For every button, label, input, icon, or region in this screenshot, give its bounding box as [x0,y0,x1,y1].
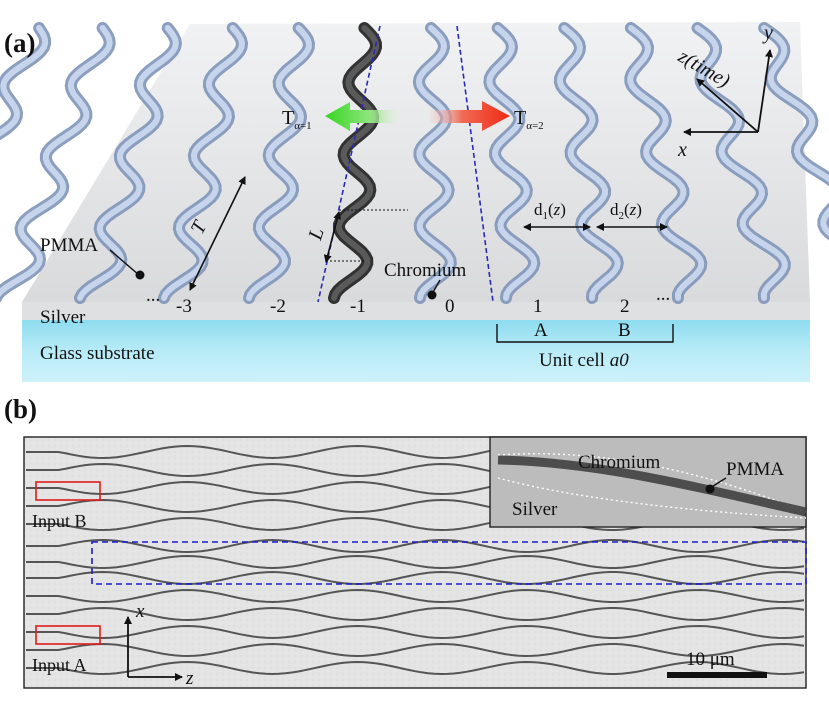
waveguide-highlight [486,25,538,301]
inset-silver-label: Silver [512,499,558,520]
t-left-label: Tα=1 [282,107,312,132]
input-a-label: Input A [32,655,87,675]
sem-waveguide [26,606,805,622]
t-right-label: Tα=2 [514,107,544,132]
inset [489,436,807,528]
pmma-label: PMMA [40,235,98,256]
pmma-pointer [109,249,140,276]
sem-waveguide [26,624,805,640]
chromium-label: Chromium [384,260,467,281]
red-arrow [430,101,510,131]
waveguide-highlight [694,25,788,301]
waveguide-highlight [0,25,113,298]
dots-left: ... [146,285,160,306]
panel-a-label: (a) [4,28,35,58]
waveguide-highlight [761,25,829,237]
waveguide-highlight [246,25,312,301]
input-b-box [35,481,101,501]
unit-cell-label: Unit cell a0 [539,350,629,371]
waveguide-highlight [0,25,49,137]
panel-b-label: (b) [4,394,37,424]
waveguide-highlight [77,25,179,301]
sem-waveguide [26,554,805,570]
axis-z-label: z [185,668,194,689]
scale-bar [667,672,767,678]
index-label: 1 [533,296,543,317]
index-label: -2 [270,296,286,317]
sem-waveguide [26,660,805,676]
waveguide-highlight [627,25,705,301]
sem-waveguide [26,570,805,586]
d2-label: d2(z) [610,200,642,222]
cell-a-label: A [534,320,548,341]
waveguide-highlight [331,25,380,301]
glass-substrate [22,320,810,382]
silver-label: Silver [40,307,86,328]
length-arrow [323,211,342,263]
guide-dash-right [456,25,494,303]
inset-pmma-label: PMMA [726,459,784,480]
pmma-dot [135,270,145,280]
green-arrow [325,102,400,131]
waveguide-highlight [556,25,621,301]
inset-pmma-dot [705,484,715,494]
silver-layer [22,302,810,320]
sem-waveguide [26,588,805,604]
scale-bar-label: 10 μm [686,649,735,670]
cell-b-label: B [618,320,631,341]
sem-waveguide [26,642,805,658]
period-arrow [189,176,246,291]
inset-chromium-label: Chromium [578,452,661,473]
axis-x-label: x [135,601,145,622]
dots-right: ... [656,284,670,305]
d1-label: d1(z) [534,200,566,222]
index-label: 0 [445,296,455,317]
index-label: 2 [620,296,630,317]
input-a-box [35,625,101,645]
index-label: -3 [176,296,192,317]
chromium-dot [427,290,437,300]
dashed-box [91,541,807,585]
panel-b: (b) Input B Input A Chromium PMMA Silver… [4,394,807,689]
panel-a: Tα=1 Tα=2 y z(time) x T L d1(z) d2(z) PM… [0,22,829,382]
waveguide-highlight [415,25,454,301]
glass-label: Glass substrate [40,343,155,364]
unit-cell-bracket [496,324,674,343]
axis-x-label: x [677,139,687,161]
axes-3d [683,49,773,136]
axis-y-label: y [762,22,773,44]
input-b-label: Input B [32,511,87,531]
index-label: -1 [350,296,366,317]
